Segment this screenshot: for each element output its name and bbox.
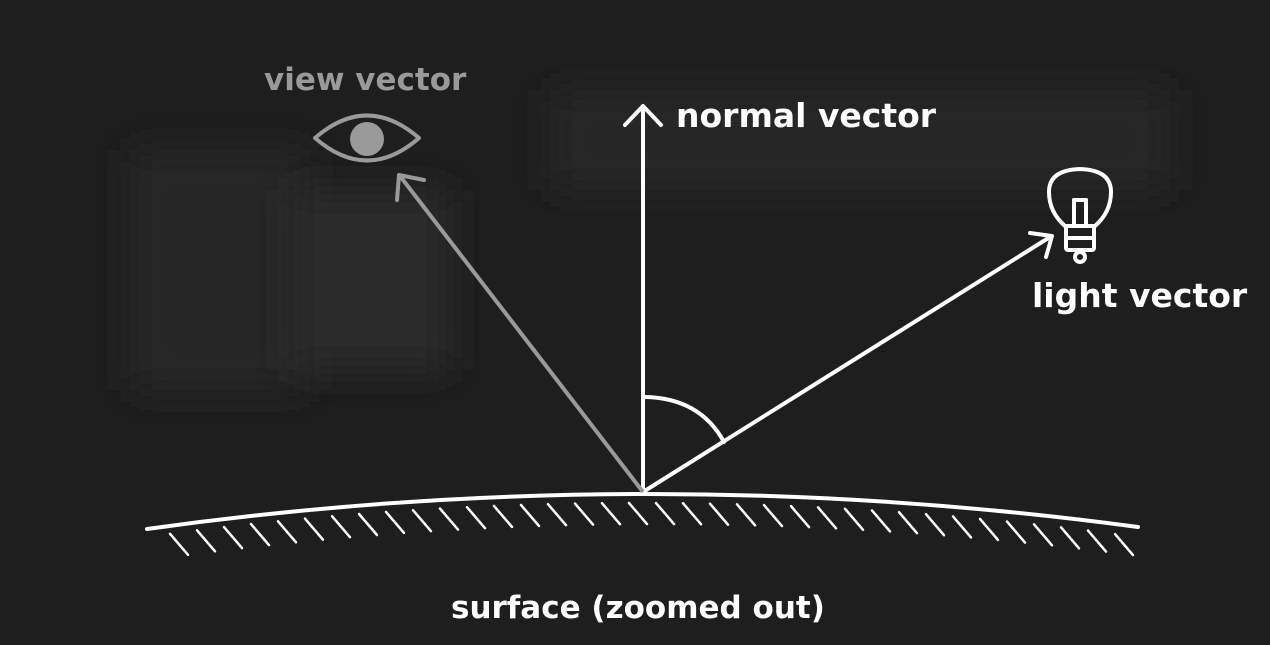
view-vector-label: view vector (264, 62, 467, 98)
normal-vector-label: normal vector (676, 96, 937, 135)
hatch-mark (168, 532, 190, 557)
hatch-mark (789, 504, 811, 529)
hatch-mark (276, 520, 298, 544)
hatch-mark (195, 529, 217, 553)
angle-arc (643, 395, 726, 444)
hatch-mark (303, 517, 325, 541)
hatch-mark (1005, 520, 1027, 544)
hatch-mark (465, 505, 487, 530)
light-vector-label: light vector (1032, 276, 1248, 315)
hatch-mark (843, 507, 865, 532)
hatch-mark (384, 510, 406, 535)
hatch-mark (1086, 529, 1108, 553)
surface-hatching (168, 501, 1135, 557)
hatch-mark (1032, 523, 1054, 547)
hatch-mark (654, 501, 676, 526)
hatch-mark (924, 512, 946, 537)
hatch-mark (492, 504, 514, 529)
hatch-mark (519, 503, 541, 528)
hatch-mark (357, 512, 379, 537)
hatch-mark (870, 509, 892, 533)
hatch-mark (762, 503, 784, 528)
hatch-mark (411, 508, 433, 533)
hatch-mark (627, 501, 649, 526)
normal-vector-arrow (623, 104, 663, 492)
eye-icon (313, 113, 421, 163)
hatch-mark (978, 517, 1000, 542)
hatch-mark (735, 503, 757, 527)
hatch-mark (249, 522, 271, 547)
hatch-mark (546, 502, 568, 527)
hatch-mark (600, 501, 622, 526)
hatch-mark (1059, 526, 1081, 550)
light-vector-arrow (641, 231, 1054, 494)
hatch-mark (951, 515, 973, 539)
hatch-mark (330, 514, 352, 539)
hatch-mark (897, 510, 919, 535)
view-vector-arrow (395, 173, 645, 494)
hatch-mark (573, 502, 595, 526)
hatch-mark (708, 502, 730, 526)
surface-curve (145, 492, 1140, 531)
hatch-mark (222, 525, 244, 550)
hatch-mark (1113, 532, 1135, 557)
hatch-mark (438, 507, 460, 531)
hatch-mark (816, 506, 838, 530)
lightbulb-icon (1047, 167, 1113, 264)
surface-label: surface (zoomed out) (451, 590, 825, 626)
hatch-mark (681, 501, 703, 526)
